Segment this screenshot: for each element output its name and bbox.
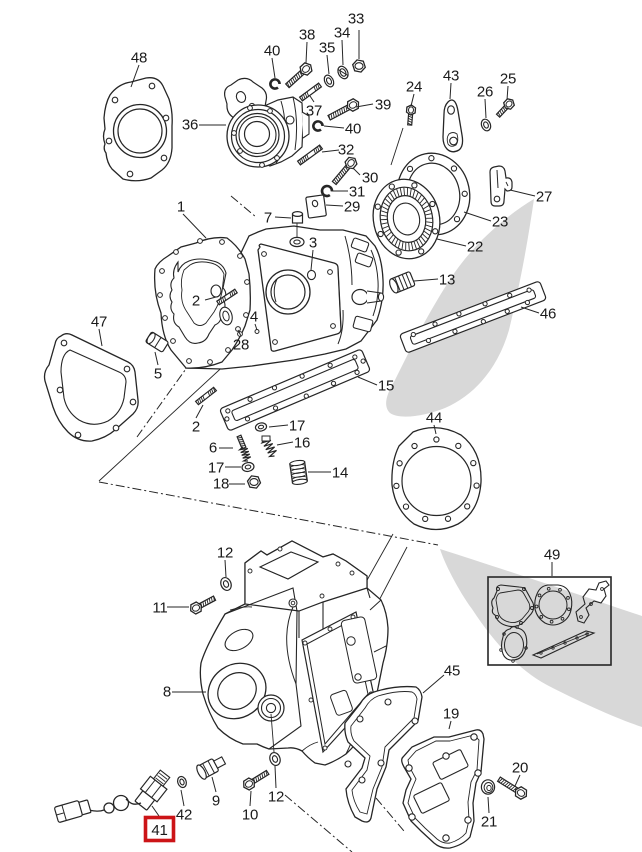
svg-text:21: 21: [481, 814, 497, 831]
svg-text:3: 3: [309, 235, 317, 252]
svg-text:44: 44: [426, 410, 442, 427]
svg-text:26: 26: [477, 84, 493, 101]
svg-text:40: 40: [264, 43, 280, 60]
svg-text:2: 2: [192, 419, 200, 436]
svg-text:31: 31: [349, 184, 365, 201]
svg-text:28: 28: [233, 337, 249, 354]
svg-text:23: 23: [492, 214, 508, 231]
svg-text:25: 25: [500, 71, 516, 88]
svg-text:33: 33: [348, 11, 364, 28]
svg-text:30: 30: [362, 170, 378, 187]
svg-text:1: 1: [177, 199, 185, 216]
svg-text:6: 6: [209, 440, 217, 457]
svg-text:47: 47: [91, 314, 107, 331]
svg-text:40: 40: [345, 121, 361, 138]
svg-text:17: 17: [289, 418, 305, 435]
svg-text:24: 24: [406, 79, 422, 96]
svg-text:12: 12: [268, 789, 284, 806]
svg-text:18: 18: [213, 476, 229, 493]
svg-text:36: 36: [182, 117, 198, 134]
svg-text:5: 5: [154, 366, 162, 383]
svg-text:43: 43: [443, 68, 459, 85]
svg-text:2: 2: [192, 293, 200, 310]
svg-text:14: 14: [332, 465, 348, 482]
svg-text:9: 9: [212, 793, 220, 810]
svg-text:35: 35: [319, 40, 335, 57]
svg-text:38: 38: [299, 27, 315, 44]
svg-text:22: 22: [467, 239, 483, 256]
svg-text:15: 15: [378, 378, 394, 395]
svg-text:45: 45: [444, 663, 460, 680]
svg-text:48: 48: [131, 50, 147, 67]
svg-text:39: 39: [375, 97, 391, 114]
svg-text:12: 12: [217, 545, 233, 562]
svg-text:32: 32: [338, 142, 354, 159]
svg-text:34: 34: [334, 25, 350, 42]
svg-text:49: 49: [544, 547, 560, 564]
svg-text:16: 16: [294, 435, 310, 452]
svg-text:29: 29: [344, 199, 360, 216]
svg-text:7: 7: [264, 210, 272, 227]
svg-text:37: 37: [306, 103, 322, 120]
svg-text:46: 46: [540, 306, 556, 323]
svg-text:42: 42: [176, 807, 192, 824]
svg-text:4: 4: [250, 309, 258, 326]
svg-text:11: 11: [152, 600, 167, 617]
svg-text:19: 19: [443, 706, 459, 723]
svg-text:13: 13: [439, 272, 455, 289]
svg-text:17: 17: [208, 460, 224, 477]
svg-text:27: 27: [536, 189, 552, 206]
svg-text:20: 20: [512, 760, 528, 777]
svg-text:10: 10: [242, 807, 258, 824]
svg-text:41: 41: [151, 822, 167, 839]
svg-text:8: 8: [163, 684, 171, 701]
